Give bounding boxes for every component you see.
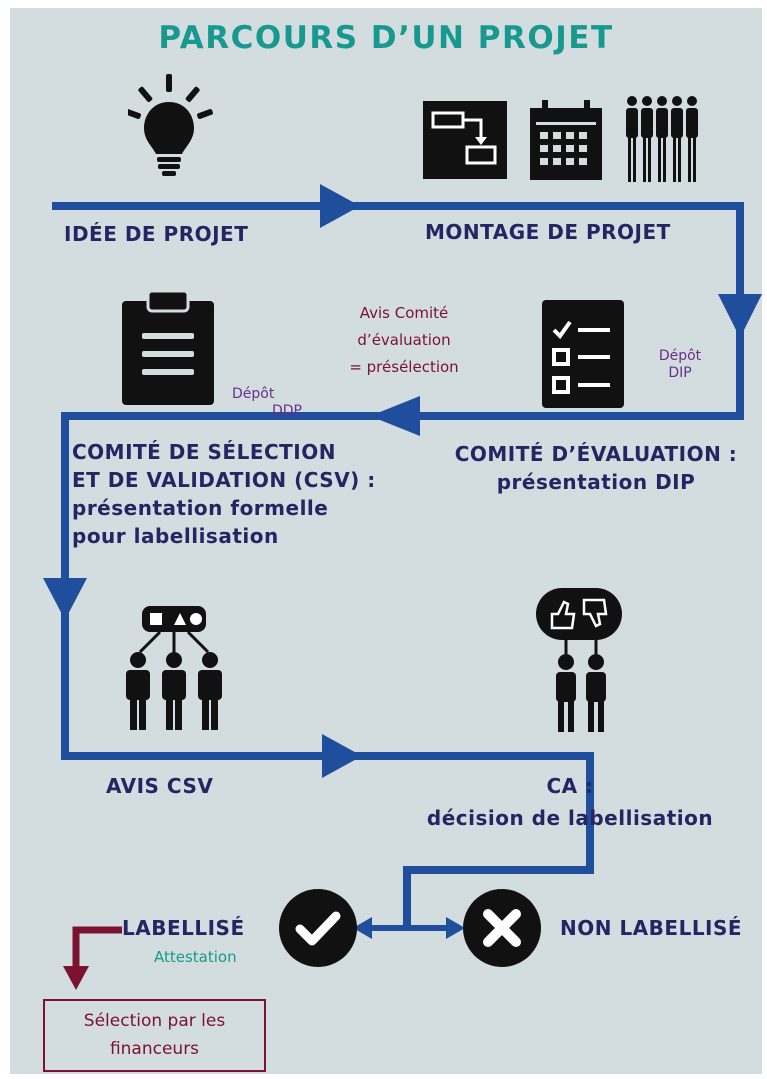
avis-comite-line2: d’évaluation — [357, 331, 451, 349]
flow-arrow-branch-right — [446, 917, 465, 939]
page-title: PARCOURS D’UN PROJET — [158, 20, 614, 56]
depot-ddp-note: Dépôt DDP — [232, 386, 302, 420]
checklist-icon — [542, 300, 624, 408]
flow-path — [43, 184, 762, 990]
step-csv-line3: présentation formelle — [72, 496, 329, 520]
calendar-icon — [530, 100, 602, 180]
check-circle-icon — [279, 889, 357, 967]
step-csv-line2: ET DE VALIDATION (CSV) : — [72, 468, 376, 492]
labellise-arrow-line — [72, 926, 122, 970]
avis-comite-line1: Avis Comité — [359, 304, 449, 322]
flow-arrow-down-1 — [718, 294, 762, 338]
depot-ddp-line1: Dépôt — [232, 386, 275, 402]
depot-dip-line1: Dépôt — [658, 348, 702, 364]
clipboard-icon — [122, 291, 214, 405]
step-evaluation-line2: présentation DIP — [496, 470, 696, 494]
step-csv-label: COMITÉ DE SÉLECTION ET DE VALIDATION (CS… — [72, 438, 376, 550]
step-idea-label: IDÉE DE PROJET — [64, 222, 249, 246]
infographic: PARCOURS D’UN PROJET — [10, 8, 762, 1074]
thumbs-feedback-icon — [536, 588, 622, 732]
flow-arrow-down-2 — [43, 578, 87, 620]
step-evaluation-label: COMITÉ D’ÉVALUATION : présentation DIP — [436, 440, 756, 496]
step-montage-label: MONTAGE DE PROJET — [425, 220, 671, 244]
attestation-note: Attestation — [154, 948, 237, 966]
step-ca-line1: CA : — [546, 774, 594, 798]
step-evaluation-line1: COMITÉ D’ÉVALUATION : — [454, 442, 738, 466]
people-row-icon — [626, 96, 698, 182]
step-csv-line1: COMITÉ DE SÉLECTION — [72, 440, 336, 464]
step-ca-line2: décision de labellisation — [426, 806, 714, 830]
flowchart-icon — [423, 101, 507, 179]
financeurs-line2: financeurs — [109, 1039, 200, 1059]
depot-ddp-line2: DDP — [272, 403, 303, 419]
non-labellise-label: NON LABELLISÉ — [560, 916, 743, 940]
financeurs-box: Sélection par les financeurs — [43, 999, 266, 1072]
lightbulb-icon — [128, 74, 213, 176]
step-csv-line4: pour labellisation — [72, 524, 279, 548]
hierarchy-team-icon — [126, 606, 222, 730]
depot-dip-note: Dépôt DIP — [658, 348, 702, 382]
financeurs-line1: Sélection par les — [83, 1011, 226, 1031]
labellise-arrow-head — [63, 966, 89, 990]
avis-comite-note: Avis Comité d’évaluation = présélection — [328, 300, 480, 381]
step-avis-csv-label: AVIS CSV — [106, 774, 214, 798]
step-ca-label: CA : décision de labellisation — [410, 772, 730, 832]
flow-arrow-branch-left — [353, 917, 372, 939]
labellise-label: LABELLISÉ — [122, 916, 245, 940]
avis-comite-line3: = présélection — [349, 358, 459, 376]
x-circle-icon — [463, 889, 541, 967]
depot-dip-line2: DIP — [668, 365, 692, 381]
flow-line-1 — [52, 202, 744, 928]
flow-arrow-right-2 — [322, 734, 362, 778]
flow-arrow-right-1 — [320, 184, 360, 228]
flow-arrow-left-1 — [370, 396, 420, 436]
